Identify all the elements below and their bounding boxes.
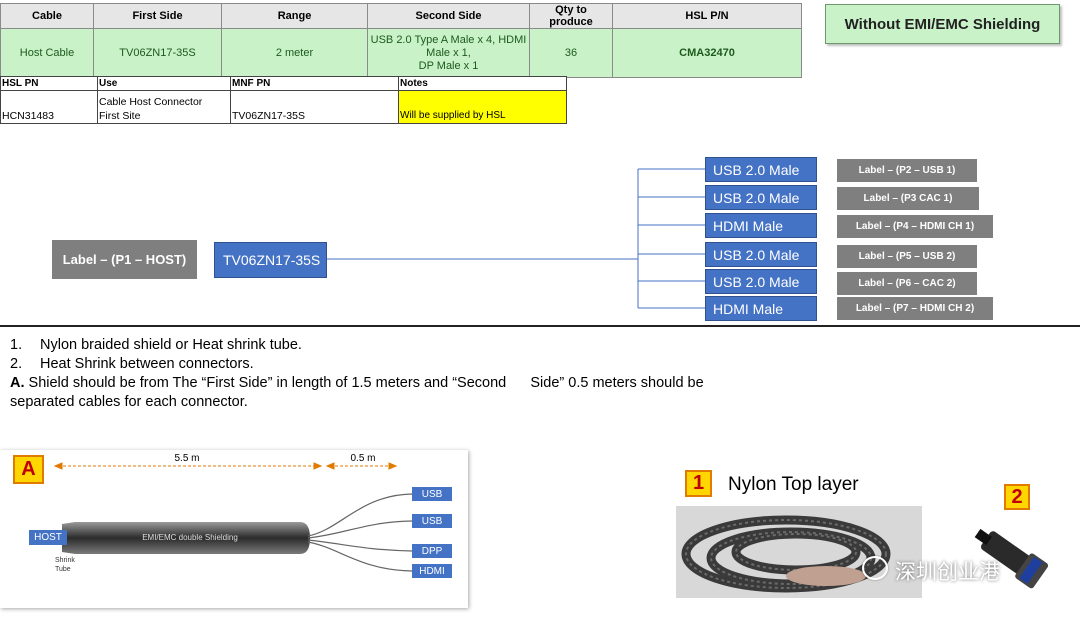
nylon-cable-photo: [676, 506, 922, 598]
second-side-line1: USB 2.0 Type A Male x 4, HDMI: [370, 33, 527, 46]
cable-spec-table: Cable First Side Range Second Side Qty t…: [0, 3, 802, 78]
note-2-number: 2.: [10, 356, 23, 372]
cell-hsl-pn: CMA32470: [612, 28, 802, 78]
label-p3: Label – (P3 CAC 1): [837, 187, 979, 210]
photo-1-caption: Nylon Top layer: [728, 474, 859, 495]
col-header-cable: Cable: [0, 3, 94, 29]
col-header-first-side: First Side: [93, 3, 222, 29]
section-divider: [0, 325, 1080, 327]
connector-p7: HDMI Male: [705, 296, 817, 321]
label-p6: Label – (P6 – CAC 2): [837, 272, 977, 295]
shrink-tube-line1: Shrink: [55, 557, 75, 564]
cell-notes: Will be supplied by HSL: [398, 90, 567, 124]
note-1-number: 1.: [10, 337, 23, 353]
connector-p6: USB 2.0 Male: [705, 269, 817, 294]
wechat-icon: [862, 556, 888, 580]
col-header-hsl-pn: HSL P/N: [612, 3, 802, 29]
connector-p3: USB 2.0 Male: [705, 185, 817, 210]
watermark-text: 深圳创业港: [895, 561, 1000, 584]
second-side-line2: Male x 1,: [426, 46, 471, 59]
label-p4: Label – (P4 – HDMI CH 1): [837, 215, 993, 238]
note-1: 1. Nylon braided shield or Heat shrink tu…: [10, 336, 704, 355]
cell-use: Cable Host Connector First Site: [97, 90, 231, 124]
table-header-row: Cable First Side Range Second Side Qty t…: [0, 3, 802, 29]
notes-block: 1. Nylon braided shield or Heat shrink tu…: [10, 336, 704, 412]
table-row: HCN31483 Cable Host Connector First Site…: [0, 90, 567, 124]
shielding-banner: Without EMI/EMC Shielding: [825, 4, 1060, 44]
cell-first-side: TV06ZN17-35S: [93, 28, 222, 78]
note-1-text: Nylon braided shield or Heat shrink tube…: [40, 337, 302, 353]
label-p7: Label – (P7 – HDMI CH 2): [837, 297, 993, 320]
diagram-a-tag: A: [13, 455, 44, 484]
use-line2: First Site: [99, 110, 141, 122]
cell-hsl-pn: HCN31483: [0, 90, 98, 124]
connector-photo: [974, 528, 1049, 589]
connector-p4: HDMI Male: [705, 213, 817, 238]
label-p2: Label – (P2 – USB 1): [837, 159, 977, 182]
output-usb-2: USB: [412, 514, 452, 528]
col-header-second-side: Second Side: [367, 3, 530, 29]
col-header-hsl-pn: HSL PN: [0, 76, 98, 91]
cell-qty: 36: [529, 28, 613, 78]
shrink-tube-label: Shrink Tube: [55, 556, 75, 574]
use-line1: Cable Host Connector: [99, 96, 203, 108]
second-side-line3: DP Male x 1: [418, 59, 479, 72]
col-header-mnf-pn: MNF PN: [230, 76, 399, 91]
cell-second-side: USB 2.0 Type A Male x 4, HDMI Male x 1, …: [367, 28, 530, 78]
host-connector: TV06ZN17-35S: [214, 242, 327, 278]
diagram-a-graphic: [30, 462, 413, 572]
photo-1-tag: 1: [685, 470, 712, 497]
note-a-line1: Shield should be from The “First Side” i…: [28, 375, 704, 391]
note-2-text: Heat Shrink between connectors.: [40, 356, 254, 372]
wiring-lines: [327, 168, 705, 309]
photo-2-tag: 2: [1004, 484, 1030, 510]
note-a: A. Shield should be from The “First Side…: [10, 374, 704, 393]
connector-p5: USB 2.0 Male: [705, 242, 817, 267]
output-hdmi: HDMI: [412, 564, 452, 578]
connector-p2: USB 2.0 Male: [705, 157, 817, 182]
shield-label: EMI/EMC double Shielding: [142, 533, 238, 542]
cell-cable: Host Cable: [0, 28, 94, 78]
host-label: Label – (P1 – HOST): [52, 240, 197, 279]
parts-table: HSL PN Use MNF PN Notes HCN31483 Cable H…: [0, 76, 567, 124]
note-a-key: A.: [10, 375, 25, 391]
table-header-row: HSL PN Use MNF PN Notes: [0, 76, 567, 91]
table-row: Host Cable TV06ZN17-35S 2 meter USB 2.0 …: [0, 28, 802, 78]
col-header-qty: Qty to produce: [529, 3, 613, 29]
diagram-host-box: HOST: [29, 530, 67, 545]
col-header-notes: Notes: [398, 76, 567, 91]
col-header-use: Use: [97, 76, 231, 91]
dimension-main-length: 5.5 m: [174, 453, 200, 464]
shrink-tube-line2: Tube: [55, 566, 71, 573]
output-dpp: DPP: [412, 544, 452, 558]
output-usb-1: USB: [412, 487, 452, 501]
note-a-line2: separated cables for each connector.: [10, 394, 248, 410]
cell-mnf-pn: TV06ZN17-35S: [230, 90, 399, 124]
dimension-split-length: 0.5 m: [350, 453, 376, 464]
note-2: 2. Heat Shrink between connectors.: [10, 355, 704, 374]
label-p5: Label – (P5 – USB 2): [837, 245, 977, 268]
col-header-range: Range: [221, 3, 368, 29]
cell-range: 2 meter: [221, 28, 368, 78]
